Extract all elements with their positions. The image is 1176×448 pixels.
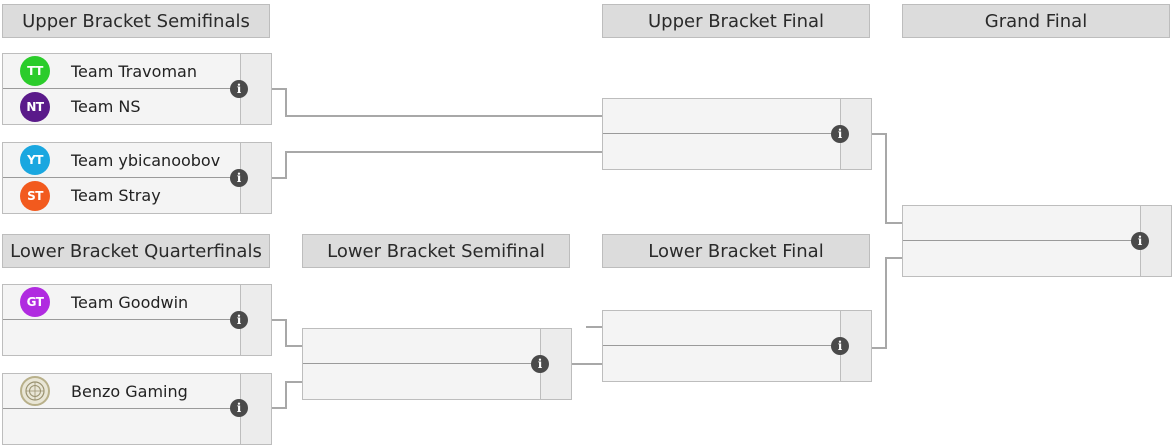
match-slot-top[interactable] (303, 329, 541, 364)
header-lower-bracket-final: Lower Bracket Final (602, 234, 870, 268)
match-upper-semifinal-1[interactable]: TT Team Travoman NT Team NS (2, 53, 272, 125)
match-slot-top[interactable]: GT Team Goodwin (3, 285, 241, 320)
match-slot-top[interactable]: YT Team ybicanoobov (3, 143, 241, 178)
team-name: Team Goodwin (71, 292, 189, 312)
header-upper-bracket-final: Upper Bracket Final (602, 4, 870, 38)
match-slot-bottom[interactable] (303, 364, 541, 399)
team-name: Team ybicanoobov (71, 150, 221, 170)
team-name: Team Stray (71, 186, 161, 205)
team-logo-travoman: TT (20, 56, 50, 86)
match-slot-bottom[interactable]: NT Team NS (3, 89, 241, 124)
match-slot-top[interactable] (603, 99, 841, 134)
connector-lf-gf (872, 257, 902, 349)
team-name: Team Travoman (71, 61, 197, 81)
info-icon[interactable]: i (1131, 232, 1149, 250)
team-logo-stray: ST (20, 180, 50, 211)
match-grand-final[interactable] (902, 205, 1172, 277)
team-name: Team NS (71, 97, 141, 116)
info-icon[interactable]: i (831, 125, 849, 143)
match-slot-top[interactable]: TT Team Travoman (3, 54, 241, 89)
team-logo-goodwin: GT (20, 287, 50, 317)
info-icon[interactable]: i (831, 337, 849, 355)
connector-usf1-uf (272, 88, 602, 117)
connector-lqf2-ls (272, 381, 302, 409)
info-icon[interactable]: i (230, 80, 248, 98)
header-lower-bracket-semifinal: Lower Bracket Semifinal (302, 234, 570, 268)
match-slot-top[interactable] (903, 206, 1141, 241)
info-icon[interactable]: i (531, 355, 549, 373)
match-slot-bottom[interactable] (903, 241, 1141, 276)
info-icon[interactable]: i (230, 399, 248, 417)
benzo-emblem-icon (25, 381, 45, 401)
header-upper-bracket-semifinals: Upper Bracket Semifinals (2, 4, 270, 38)
info-icon[interactable]: i (230, 169, 248, 187)
connector-uf-gf (872, 133, 902, 224)
team-name: Benzo Gaming (71, 381, 188, 401)
team-logo-benzo (20, 376, 50, 406)
match-lower-final[interactable] (602, 310, 872, 382)
team-logo-ns: NT (20, 91, 50, 122)
match-slot-bottom[interactable] (3, 409, 241, 444)
connector-lqf1-ls (272, 319, 302, 347)
match-slot-bottom[interactable] (603, 134, 841, 169)
match-slot-bottom[interactable]: ST Team Stray (3, 178, 241, 213)
header-grand-final: Grand Final (902, 4, 1170, 38)
team-logo-ybicanoobov: YT (20, 145, 50, 175)
info-icon[interactable]: i (230, 311, 248, 329)
match-slot-bottom[interactable] (3, 320, 241, 355)
match-upper-final[interactable] (602, 98, 872, 170)
match-lower-semifinal[interactable] (302, 328, 572, 400)
match-upper-semifinal-2[interactable]: YT Team ybicanoobov ST Team Stray (2, 142, 272, 214)
match-slot-top[interactable] (603, 311, 841, 346)
match-slot-top[interactable]: Benzo Gaming (3, 374, 241, 409)
match-slot-bottom[interactable] (603, 346, 841, 381)
match-lower-quarterfinal-2[interactable]: Benzo Gaming (2, 373, 272, 445)
header-lower-bracket-quarterfinals: Lower Bracket Quarterfinals (2, 234, 270, 268)
connector-usf2-uf (272, 151, 602, 179)
